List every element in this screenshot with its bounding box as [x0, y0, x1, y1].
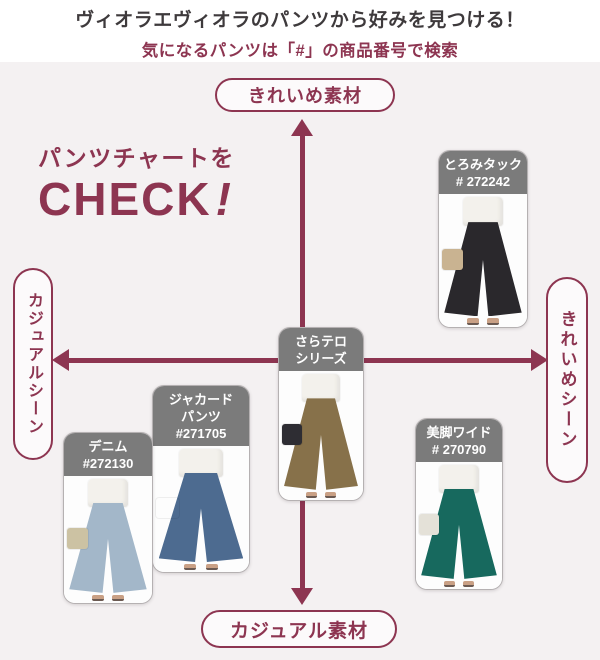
- page-header: ヴィオラエヴィオラのパンツから好みを見つける！ 気になるパンツは「#」の商品番号…: [0, 0, 600, 62]
- bag-shape: [66, 528, 88, 549]
- axis-arrow-left-icon: [52, 349, 69, 371]
- foot-shape: [325, 491, 337, 499]
- model-illustration: [153, 446, 249, 572]
- axis-label-top: きれいめ素材: [215, 78, 395, 112]
- foot-shape: [467, 318, 479, 326]
- product-name: 美脚ワイド: [426, 425, 492, 440]
- product-card-bikyaku-wide[interactable]: 美脚ワイド # 270790: [415, 418, 503, 590]
- product-photo: [153, 446, 249, 572]
- product-number: # 270790: [431, 442, 487, 458]
- model-illustration: [439, 194, 527, 327]
- product-name: デニム: [88, 439, 128, 454]
- product-photo: [416, 462, 502, 589]
- bag-shape: [281, 424, 302, 445]
- product-photo: [439, 194, 527, 327]
- axis-label-right: きれいめシーン: [546, 277, 588, 483]
- product-name-line2: パンツ: [181, 409, 221, 425]
- product-card-toromi-tuck[interactable]: とろみタック # 272242: [438, 150, 528, 328]
- blouse-shape: [301, 373, 341, 403]
- product-card-saratero-series[interactable]: さらテロ シリーズ: [278, 327, 364, 501]
- axis-arrow-right-icon: [531, 349, 548, 371]
- product-card-header: ジャカード パンツ #271705: [153, 386, 249, 447]
- product-number: #272130: [82, 456, 134, 472]
- product-card-header: 美脚ワイド # 270790: [416, 419, 502, 463]
- product-card-denim[interactable]: デニム #272130: [63, 432, 153, 604]
- headline-line1: パンツチャートを: [38, 145, 235, 171]
- foot-shape: [112, 594, 124, 602]
- foot-shape: [463, 580, 475, 588]
- foot-shape: [443, 580, 455, 588]
- blouse-shape: [439, 464, 479, 493]
- foot-shape: [92, 594, 104, 602]
- product-number: # 272242: [455, 174, 511, 190]
- product-name: ジャカード: [168, 392, 234, 407]
- product-photo: [64, 476, 152, 603]
- product-card-header: とろみタック # 272242: [439, 151, 527, 195]
- product-name: さらテロ: [294, 334, 347, 349]
- foot-shape: [487, 318, 499, 326]
- product-card-jacquard-pants[interactable]: ジャカード パンツ #271705: [152, 385, 250, 573]
- bag-shape: [156, 498, 179, 518]
- blouse-shape: [87, 478, 129, 507]
- page-subtitle: 気になるパンツは「#」の商品番号で検索: [141, 42, 459, 60]
- blouse-shape: [178, 448, 224, 477]
- chart-headline: パンツチャートを CHECK!: [38, 139, 235, 223]
- check-exclamation: !: [215, 173, 233, 225]
- axis-label-left: カジュアルシーン: [13, 268, 53, 460]
- product-card-header: さらテロ シリーズ: [279, 328, 363, 372]
- bag-shape: [418, 514, 440, 535]
- product-number: #271705: [175, 426, 227, 442]
- foot-shape: [305, 491, 317, 499]
- foot-shape: [205, 563, 219, 571]
- product-card-header: デニム #272130: [64, 433, 152, 477]
- model-illustration: [416, 462, 502, 589]
- axis-arrow-up-icon: [291, 119, 313, 136]
- foot-shape: [183, 563, 197, 571]
- blouse-shape: [462, 196, 504, 227]
- model-illustration: [64, 476, 152, 603]
- model-illustration: [279, 371, 363, 500]
- bag-shape: [441, 248, 463, 270]
- headline-check-text: CHECK!: [38, 176, 235, 223]
- check-word: CHECK: [38, 173, 212, 225]
- pants-positioning-chart: パンツチャートを CHECK! きれいめ素材 カジュアル素材 カジュアルシーン …: [0, 62, 600, 660]
- axis-arrow-down-icon: [291, 588, 313, 605]
- axis-label-bottom: カジュアル素材: [201, 610, 397, 648]
- page-title: ヴィオラエヴィオラのパンツから好みを見つける！: [75, 10, 525, 31]
- product-name: とろみタック: [443, 157, 522, 172]
- product-name-line2: シリーズ: [295, 351, 347, 367]
- product-photo: [279, 371, 363, 500]
